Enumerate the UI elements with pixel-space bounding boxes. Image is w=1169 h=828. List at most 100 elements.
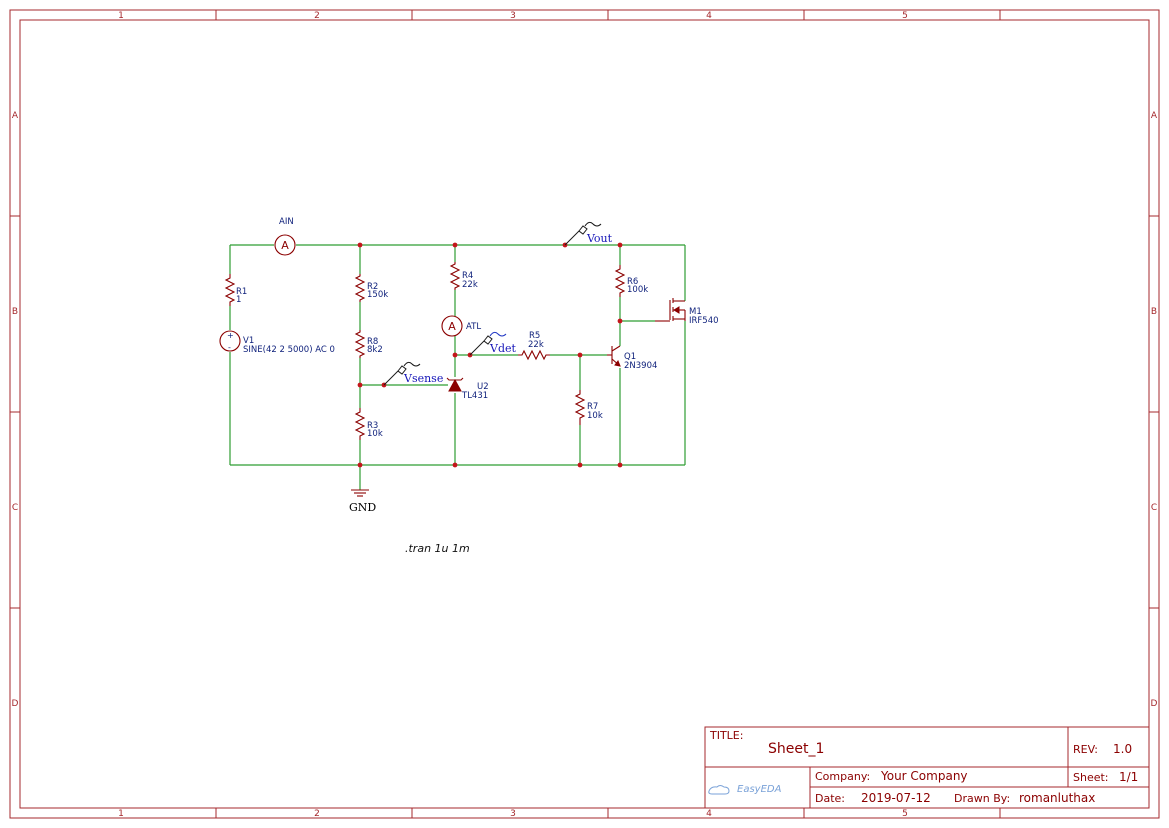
r8-value: 8k2 (367, 345, 383, 355)
easyeda-cloud-icon (708, 785, 730, 795)
row-label-c-right: C (1151, 503, 1157, 513)
resistor-r1[interactable]: R1 1 (224, 274, 247, 306)
gnd-label: GND (349, 501, 376, 514)
junction (357, 462, 363, 468)
junction (617, 462, 623, 468)
title-label: TITLE: (709, 729, 743, 742)
junction (452, 242, 458, 248)
atl-ref: ATL (466, 322, 481, 332)
company-label: Company: (815, 770, 870, 783)
r3-ref: R3 (367, 421, 378, 431)
r4-value: 22k (462, 280, 478, 290)
column-label-3-bottom: 3 (510, 809, 516, 819)
spice-directive: .tran 1u 1m (405, 542, 470, 555)
resistor-r3[interactable]: R3 10k (354, 408, 383, 440)
r5-value: 22k (528, 340, 544, 350)
sheet-title: Sheet_1 (768, 741, 824, 757)
voltage-source-v1[interactable]: + - V1 SINE(42 2 5000) AC 0 (219, 330, 335, 355)
row-label-b-left: B (12, 307, 18, 317)
title-block: TITLE: Sheet_1 REV: 1.0 Company: Your Co… (704, 726, 1150, 809)
vdet-label: Vdet (489, 342, 516, 355)
v1-ref: V1 (243, 336, 254, 346)
sheet-label: Sheet: (1073, 771, 1109, 784)
r2-ref: R2 (367, 282, 378, 292)
r4-ref: R4 (462, 271, 473, 281)
v1-value: SINE(42 2 5000) AC 0 (243, 345, 335, 355)
resistor-r6[interactable]: R6 100k (614, 265, 648, 297)
resistor-r8[interactable]: R8 8k2 (354, 330, 383, 358)
column-label-5-top: 5 (902, 11, 908, 21)
rev-value: 1.0 (1113, 742, 1132, 756)
junction (452, 352, 458, 358)
easyeda-logo-text: EasyEDA (737, 784, 782, 795)
r3-value: 10k (367, 429, 383, 439)
probe-vsense[interactable]: Vsense (383, 361, 443, 386)
drawn-by-label: Drawn By: (954, 792, 1010, 805)
company-value: Your Company (880, 769, 968, 783)
m1-ref: M1 (689, 307, 702, 317)
ain-symbol: A (281, 239, 289, 252)
ground-symbol: GND (349, 489, 376, 514)
r2-value: 150k (367, 290, 388, 300)
junction (357, 382, 363, 388)
r6-ref: R6 (627, 277, 638, 287)
resistor-r5[interactable]: R5 22k (518, 331, 550, 361)
q1-value: 2N3904 (624, 361, 657, 371)
resistor-r7[interactable]: R7 10k (574, 390, 603, 425)
ain-ref: AIN (279, 217, 294, 227)
r6-value: 100k (627, 285, 648, 295)
row-label-c-left: C (12, 503, 18, 513)
vsense-label: Vsense (403, 372, 443, 385)
junction (452, 462, 458, 468)
u2-ref: U2 (477, 382, 489, 392)
column-label-2-bottom: 2 (314, 809, 320, 819)
row-label-d-left: D (12, 699, 19, 709)
junction (577, 462, 583, 468)
mosfet-m1[interactable]: M1 IRF540 (655, 298, 719, 326)
date-value: 2019-07-12 (861, 791, 931, 805)
atl-symbol: A (448, 320, 456, 333)
junction (617, 242, 623, 248)
column-label-5-bottom: 5 (902, 809, 908, 819)
row-label-a-right: A (1151, 111, 1158, 121)
v1-minus-sign: - (228, 343, 231, 352)
r7-ref: R7 (587, 402, 598, 412)
r7-value: 10k (587, 411, 603, 421)
date-label: Date: (815, 792, 845, 805)
r1-ref: R1 (236, 287, 247, 297)
u2-value: TL431 (461, 391, 488, 401)
resistor-r2[interactable]: R2 150k (354, 274, 388, 302)
column-label-3-top: 3 (510, 11, 516, 21)
drawing-frame: 1 2 3 4 5 1 2 3 4 5 A B C D A B C D (9, 9, 1160, 819)
probe-vdet[interactable]: Vdet (469, 331, 516, 356)
probe-vout[interactable]: Vout (564, 221, 613, 246)
column-label-1-top: 1 (118, 11, 124, 21)
wires (229, 244, 686, 490)
sheet-value: 1/1 (1119, 770, 1138, 784)
ammeter-atl[interactable]: A ATL (441, 315, 481, 337)
easyeda-logo: EasyEDA (708, 784, 782, 795)
column-label-1-bottom: 1 (118, 809, 124, 819)
q1-ref: Q1 (624, 352, 636, 362)
column-label-4-bottom: 4 (706, 809, 712, 819)
r5-ref: R5 (529, 331, 540, 341)
transistor-q1[interactable]: Q1 2N3904 (607, 345, 657, 371)
junction (577, 352, 583, 358)
r8-ref: R8 (367, 337, 378, 347)
m1-value: IRF540 (689, 316, 719, 326)
row-label-b-right: B (1151, 307, 1157, 317)
ammeter-ain[interactable]: A AIN (274, 217, 296, 256)
resistor-r4[interactable]: R4 22k (449, 262, 478, 290)
vout-label: Vout (586, 232, 613, 245)
v1-plus-sign: + (227, 331, 234, 340)
row-label-a-left: A (12, 111, 19, 121)
rev-label: REV: (1073, 743, 1098, 756)
junction (357, 242, 363, 248)
shunt-regulator-u2[interactable]: U2 TL431 (446, 377, 489, 401)
column-label-2-top: 2 (314, 11, 320, 21)
drawn-by-value: romanluthax (1019, 791, 1095, 805)
row-label-d-right: D (1151, 699, 1158, 709)
junction (617, 318, 623, 324)
r1-value: 1 (236, 295, 241, 305)
